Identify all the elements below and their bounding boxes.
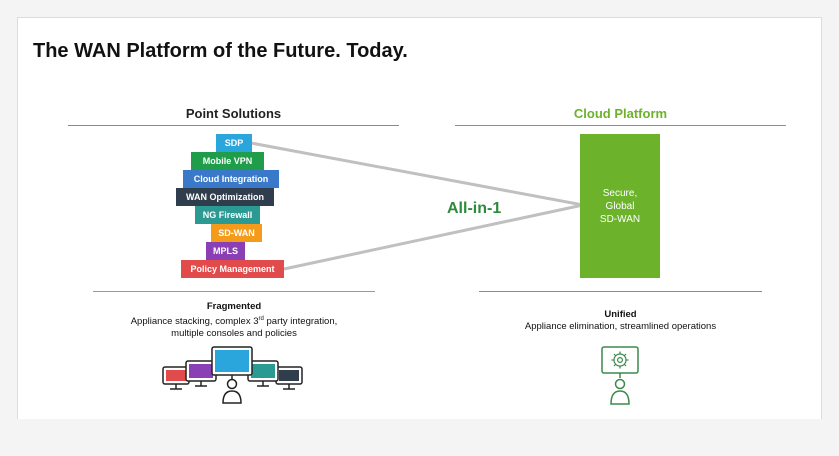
stack-label: WAN Optimization (186, 192, 264, 202)
stack-label: SDP (224, 138, 244, 148)
stack-label: SD-WAN (218, 228, 255, 238)
point-solutions-heading: Point Solutions (185, 106, 282, 121)
stack-label: Mobile VPN (202, 156, 253, 166)
stack-block-mobile-vpn: Mobile VPN (191, 152, 264, 170)
stack-label: NG Firewall (202, 210, 253, 220)
stack-block-mpls: MPLS (206, 242, 245, 260)
stack-block-cloud-integration: Cloud Integration (183, 170, 279, 188)
unified-title: Unified (604, 309, 637, 320)
unified-rule (479, 291, 762, 292)
fragmented-text-sup: rd (258, 316, 264, 322)
stack-block-ng-firewall: NG Firewall (195, 206, 260, 224)
stack-block-sdp: SDP (216, 134, 252, 152)
stack-label: Policy Management (190, 264, 275, 274)
cloud-box-line: Secure, (602, 187, 638, 199)
stack-label: MPLS (212, 246, 238, 256)
all-in-1-label: All-in-1 (447, 200, 502, 217)
cloud-box-line: Global (605, 200, 635, 212)
stack-block-policy-management: Policy Management (181, 260, 284, 278)
cloud-box-line: SD-WAN (599, 213, 641, 225)
fragmented-text-line2: multiple consoles and policies (171, 328, 297, 340)
unified-caption: Unified Appliance elimination, streamlin… (479, 309, 762, 333)
fragmented-text-part: Appliance stacking, complex 3 (130, 316, 259, 328)
slide (17, 17, 822, 419)
monitor-cluster-icon (160, 345, 305, 405)
fragmented-caption: Fragmented Appliance stacking, complex 3… (93, 301, 375, 340)
stack-block-sd-wan: SD-WAN (211, 224, 262, 242)
stack-block-wan-optimization: WAN Optimization (176, 188, 274, 206)
stack-label: Cloud Integration (193, 174, 269, 184)
cloud-platform-rule (455, 125, 786, 126)
fragmented-title: Fragmented (206, 301, 262, 312)
fragmented-text-part: party integration, (263, 316, 338, 328)
slide-title: The WAN Platform of the Future. Today. (33, 40, 408, 62)
fragmented-rule (93, 291, 375, 292)
point-solutions-rule (68, 125, 399, 126)
unified-text: Appliance elimination, streamlined opera… (524, 321, 717, 332)
gear-monitor-icon (600, 345, 640, 407)
cloud-sdwan-box: Secure, Global SD-WAN (580, 134, 660, 278)
fragmented-text: Appliance stacking, complex 3rd party in… (131, 316, 338, 327)
cloud-platform-heading: Cloud Platform (573, 106, 668, 121)
